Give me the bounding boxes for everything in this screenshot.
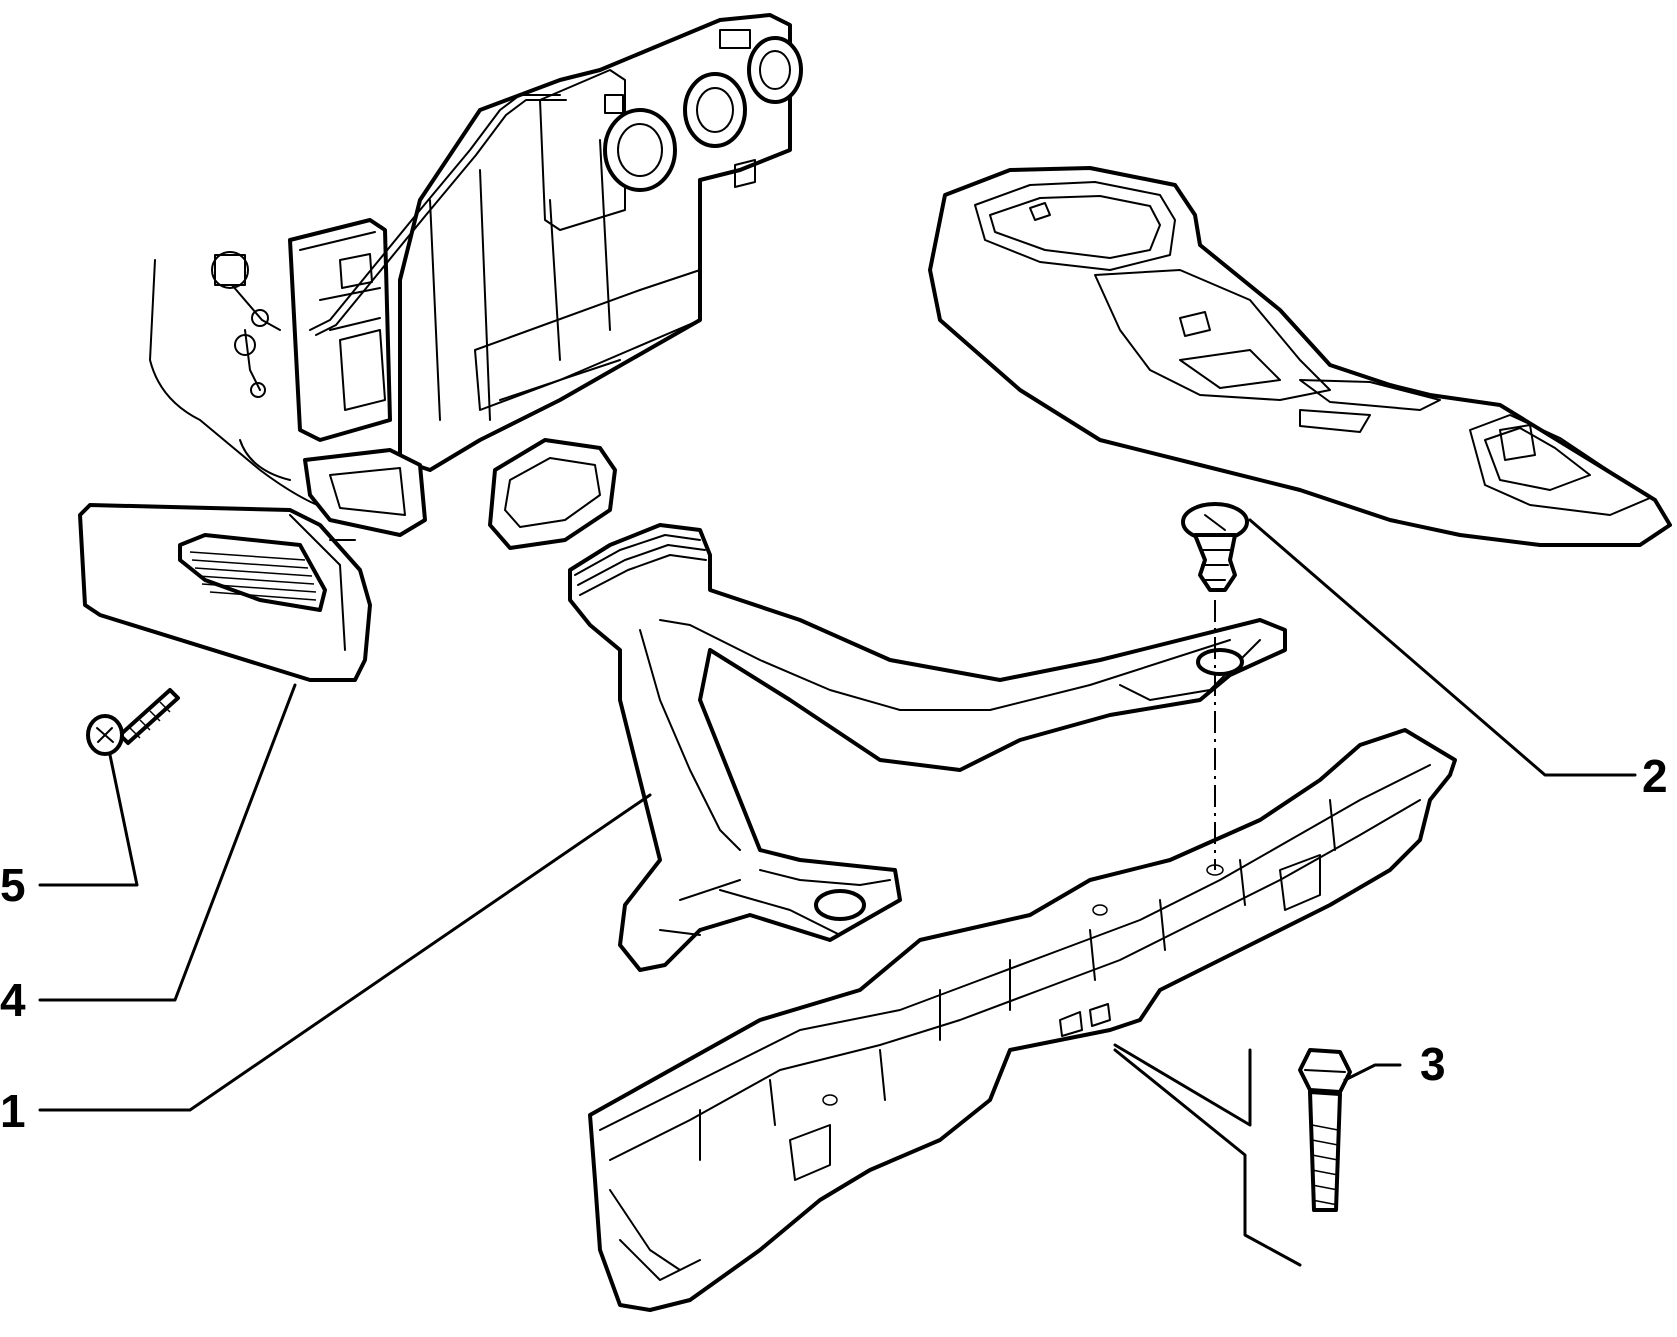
center-console (928, 166, 1672, 547)
heater-unit-housing (149, 13, 803, 550)
leader-line-3 (1343, 1063, 1402, 1082)
vent-grille-panel (78, 503, 372, 682)
push-clip (1181, 502, 1249, 592)
callout-2: 2 (1642, 750, 1668, 802)
leader-lines (38, 518, 1637, 1267)
leader-line-2 (1248, 518, 1637, 777)
leader-line-4 (38, 683, 297, 1002)
bracket-reference-lines (1113, 1043, 1302, 1267)
air-duct (568, 523, 1287, 972)
leader-line-5 (38, 753, 139, 887)
callout-5: 5 (0, 859, 26, 911)
screw (86, 688, 180, 756)
callout-4: 4 (0, 974, 26, 1026)
callout-3: 3 (1420, 1038, 1446, 1090)
hex-bolt (1298, 1048, 1352, 1212)
leader-line-1 (38, 793, 652, 1112)
support-bracket (588, 728, 1457, 1312)
callout-1: 1 (0, 1085, 26, 1137)
